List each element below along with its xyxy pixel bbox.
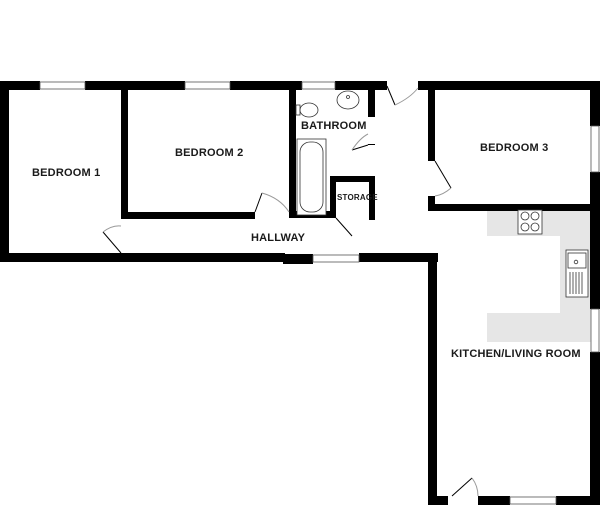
room-label-hallway: HALLWAY [251,232,306,244]
hob [517,209,543,235]
doors [102,85,479,497]
windows [39,81,600,505]
room-label-bedroom-3: BEDROOM 3 [480,142,549,154]
room-label-storage: STORAGE [337,193,378,202]
room-label-bedroom-1: BEDROOM 1 [32,167,101,179]
toilet [295,102,319,118]
room-label-bathroom: BATHROOM [301,120,367,132]
kitchen-sink [565,249,589,298]
room-label-bedroom-2: BEDROOM 2 [175,147,244,159]
room-label-kitchen-living-room: KITCHEN/LIVING ROOM [451,348,581,360]
bath-tub [296,138,327,216]
wash-basin [336,90,360,110]
